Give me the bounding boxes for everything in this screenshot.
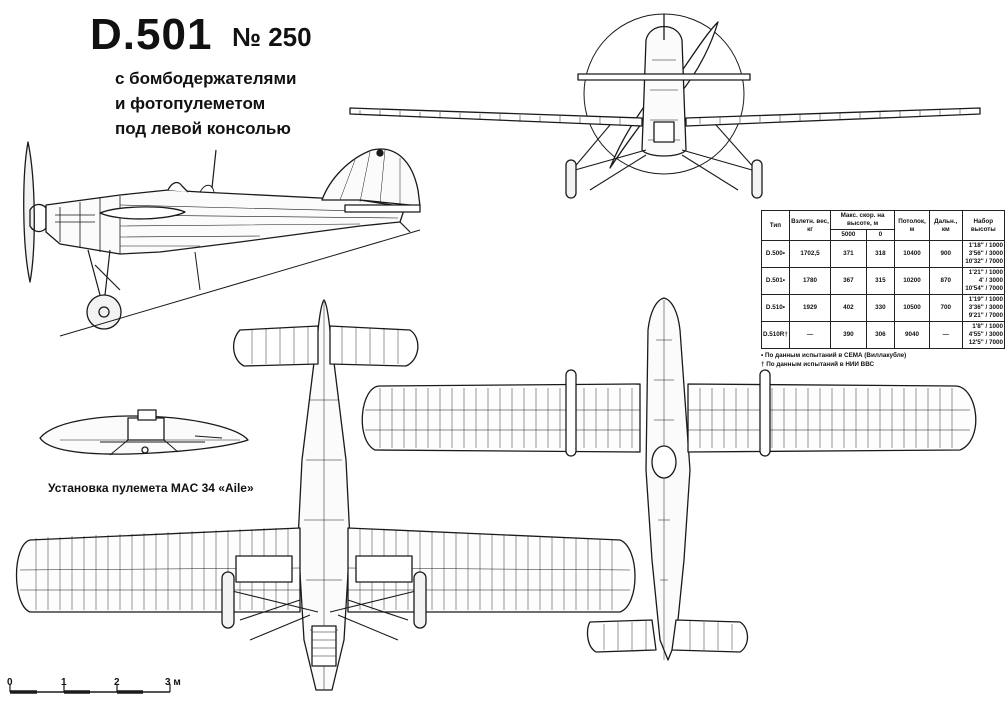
plan-view	[361, 297, 977, 661]
cell-speed-0: 315	[865, 267, 896, 295]
spec-table: Тип Взлетн. вес, кг Макс. скор. на высот…	[761, 210, 1006, 349]
drawing-subtitle: с бомбодержателями и фотопулеметом под л…	[115, 66, 297, 141]
scale-label-3: 3 м	[165, 677, 181, 688]
header-speed: Макс. скор. на высоте, м	[830, 210, 896, 230]
header-climb: Набор высоты	[961, 210, 1006, 241]
cell-speed-0: 306	[865, 321, 896, 349]
cell-weight: 1929	[788, 294, 832, 322]
header-ceiling: Потолок, м	[894, 210, 930, 241]
table-row: D.500• 1702,5 371 318 10400 900 1'18" / …	[761, 240, 1006, 268]
scale-bar	[9, 684, 171, 694]
front-view	[349, 13, 981, 199]
subtitle-line-2: и фотопулеметом	[115, 94, 266, 113]
cell-ceiling: 10200	[894, 267, 930, 295]
table-row: D.510R† — 390 306 9040 — 1'8" / 1000 4'5…	[761, 321, 1006, 349]
cell-ceiling: 9040	[894, 321, 930, 349]
header-weight: Взлетн. вес, кг	[788, 210, 832, 241]
header-type: Тип	[761, 210, 790, 241]
cell-range: —	[928, 321, 963, 349]
drawing-title: D.501	[90, 10, 213, 59]
cell-weight: —	[788, 321, 832, 349]
cell-range: 900	[928, 240, 963, 268]
aircraft-number: № 250	[232, 22, 312, 52]
scale-label-1: 1	[61, 677, 67, 688]
note-cema: • По данным испытаний в СЕМА (Виллакубле…	[761, 352, 907, 359]
cell-speed-5000: 390	[830, 321, 867, 349]
cell-type: D.501•	[761, 267, 790, 295]
side-view	[23, 141, 421, 337]
header-speed-5000: 5000	[830, 229, 867, 241]
cell-ceiling: 10500	[894, 294, 930, 322]
cell-weight: 1702,5	[788, 240, 832, 268]
header-range: Дальн., км	[928, 210, 963, 241]
cell-range: 870	[928, 267, 963, 295]
cell-type: D.500•	[761, 240, 790, 268]
cell-range: 700	[928, 294, 963, 322]
cell-type: D.510•	[761, 294, 790, 322]
cell-climb: 1'8" / 1000 4'55" / 3000 12'5" / 7000	[961, 321, 1006, 349]
gun-installation-view	[39, 409, 249, 456]
spec-table-block: Тип Взлетн. вес, кг Макс. скор. на высот…	[761, 210, 1006, 369]
cell-ceiling: 10400	[894, 240, 930, 268]
cell-speed-5000: 402	[830, 294, 867, 322]
cell-speed-0: 330	[865, 294, 896, 322]
gun-installation-caption: Установка пулемета MAC 34 «Aile»	[48, 481, 254, 495]
cell-speed-0: 318	[865, 240, 896, 268]
cell-climb: 1'21" / 1000 4' / 3000 10'54" / 7000	[961, 267, 1006, 295]
underside-view	[15, 299, 636, 691]
table-row: D.510• 1929 402 330 10500 700 1'19" / 10…	[761, 294, 1006, 322]
cell-climb: 1'18" / 1000 3'56" / 3000 10'32" / 7000	[961, 240, 1006, 268]
cell-speed-5000: 367	[830, 267, 867, 295]
cell-type: D.510R†	[761, 321, 790, 349]
cell-climb: 1'19" / 1000 3'36" / 3000 9'21" / 7000	[961, 294, 1006, 322]
note-nii-vvs: † По данным испытаний в НИИ ВВС	[761, 361, 875, 368]
table-row: D.501• 1780 367 315 10200 870 1'21" / 10…	[761, 267, 1006, 295]
scale-label-2: 2	[114, 677, 120, 688]
subtitle-line-1: с бомбодержателями	[115, 69, 297, 88]
spec-notes: • По данным испытаний в СЕМА (Виллакубле…	[761, 351, 1005, 369]
scale-label-0: 0	[7, 677, 13, 688]
subtitle-line-3: под левой консолью	[115, 119, 291, 138]
header-speed-0: 0	[865, 229, 896, 241]
cell-weight: 1780	[788, 267, 832, 295]
cell-speed-5000: 371	[830, 240, 867, 268]
